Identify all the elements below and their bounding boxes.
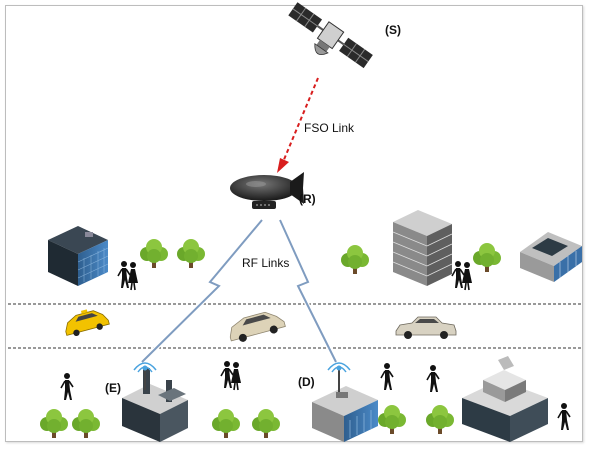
fso-link-arrow	[277, 77, 319, 173]
fso-link-label: FSO Link	[304, 121, 355, 135]
relay-label: (R)	[299, 192, 316, 206]
car-icon	[395, 316, 457, 339]
person-icon	[557, 402, 571, 431]
person-icon	[426, 364, 440, 393]
tree-icon	[473, 243, 501, 272]
rf-link-left	[140, 218, 264, 364]
destination-d-label: (D)	[298, 375, 315, 389]
building-icon	[392, 210, 453, 286]
car-icon	[229, 311, 286, 342]
building-icon	[48, 226, 109, 286]
antenna-icon	[327, 362, 351, 392]
person-icon	[380, 362, 394, 391]
tree-icon	[140, 239, 168, 268]
car-icon	[65, 309, 110, 337]
rf-link-right	[277, 219, 339, 364]
tree-icon	[72, 409, 100, 438]
building-icon	[520, 232, 582, 282]
diagram-frame	[5, 5, 583, 442]
antenna-icon	[133, 362, 157, 390]
tree-icon	[426, 405, 454, 434]
source-e-label: (E)	[105, 381, 121, 395]
building-icon	[312, 386, 378, 442]
person-icon	[452, 261, 472, 290]
tree-icon	[212, 409, 240, 438]
person-icon	[60, 372, 74, 401]
building-icon	[462, 356, 548, 442]
person-icon	[118, 261, 138, 290]
rf-links-label: RF Links	[242, 256, 289, 270]
building-icon	[122, 368, 188, 442]
satellite-label: (S)	[385, 23, 401, 37]
airship-icon	[230, 172, 304, 209]
tree-icon	[252, 409, 280, 438]
tree-icon	[40, 409, 68, 438]
tree-icon	[378, 405, 406, 434]
tree-icon	[177, 239, 205, 268]
satellite-icon	[288, 2, 373, 69]
tree-icon	[341, 245, 369, 274]
person-icon	[221, 361, 241, 390]
